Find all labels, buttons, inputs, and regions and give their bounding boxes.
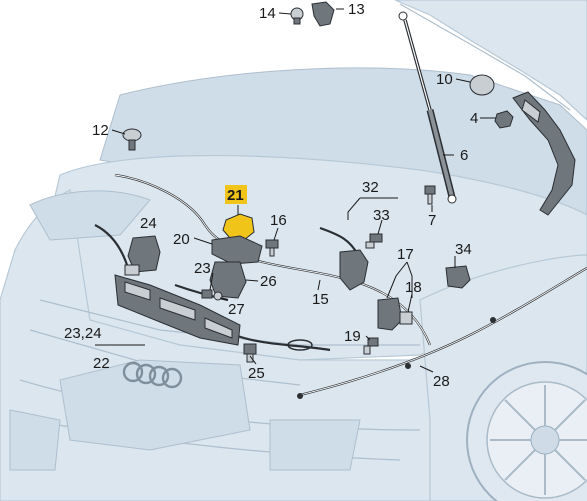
callout-26: 26	[260, 273, 277, 290]
callout-23-24: 23,24	[64, 325, 102, 342]
callout-4: 4	[470, 110, 478, 127]
part-7-bolt	[424, 185, 436, 205]
callout-22: 22	[93, 355, 110, 372]
callout-28: 28	[433, 373, 450, 390]
part-24-actuator	[127, 235, 161, 273]
callout-19: 19	[344, 328, 361, 345]
part-12-bump-stop	[122, 128, 142, 151]
part-10-grommet	[469, 74, 495, 96]
part-20-lock	[211, 235, 263, 265]
callout-7: 7	[428, 212, 436, 229]
callout-10: 10	[436, 71, 453, 88]
part-4-nut	[494, 110, 514, 129]
part-21-lock	[222, 213, 255, 241]
part-23-pin	[201, 289, 213, 299]
callout-34: 34	[455, 241, 472, 258]
hood-gas-strut	[398, 11, 457, 204]
lock-carrier	[114, 274, 241, 346]
callout-21: 21	[227, 187, 244, 204]
part-19-bolt	[363, 337, 379, 355]
part-32-latch	[339, 249, 369, 291]
callout-24: 24	[140, 215, 157, 232]
callout-21-highlight	[225, 185, 247, 204]
callout-25: 25	[248, 365, 265, 382]
callout-14: 14	[259, 5, 276, 22]
callout-6: 6	[460, 147, 468, 164]
callout-18: 18	[405, 279, 422, 296]
part-14-clip	[290, 7, 304, 25]
callout-16: 16	[270, 212, 287, 229]
callout-33: 33	[373, 207, 390, 224]
part-34-switch	[445, 265, 471, 289]
leader-lines	[95, 8, 496, 373]
part-16-bolt	[265, 239, 279, 257]
callout-17: 17	[397, 246, 414, 263]
part-27-nut	[213, 291, 223, 301]
callout-13: 13	[348, 1, 365, 18]
part-25-bolt	[243, 343, 257, 363]
part-18-clip	[399, 311, 413, 325]
callout-20: 20	[173, 231, 190, 248]
part-26-lock	[209, 261, 247, 299]
hood-hinge	[512, 91, 576, 216]
callout-27: 27	[228, 301, 245, 318]
callout-labels: 14 13 10 4 12 6 21 32 7 24 16 33 20 17 3…	[64, 1, 478, 390]
callout-32: 32	[362, 179, 379, 196]
audi-rings-logo	[122, 361, 183, 389]
part-17-lock	[377, 297, 403, 331]
part-33-bolt	[365, 233, 383, 249]
callout-12: 12	[92, 122, 109, 139]
callout-23: 23	[194, 260, 211, 277]
callout-15: 15	[312, 291, 329, 308]
part-13-bracket	[311, 1, 335, 27]
